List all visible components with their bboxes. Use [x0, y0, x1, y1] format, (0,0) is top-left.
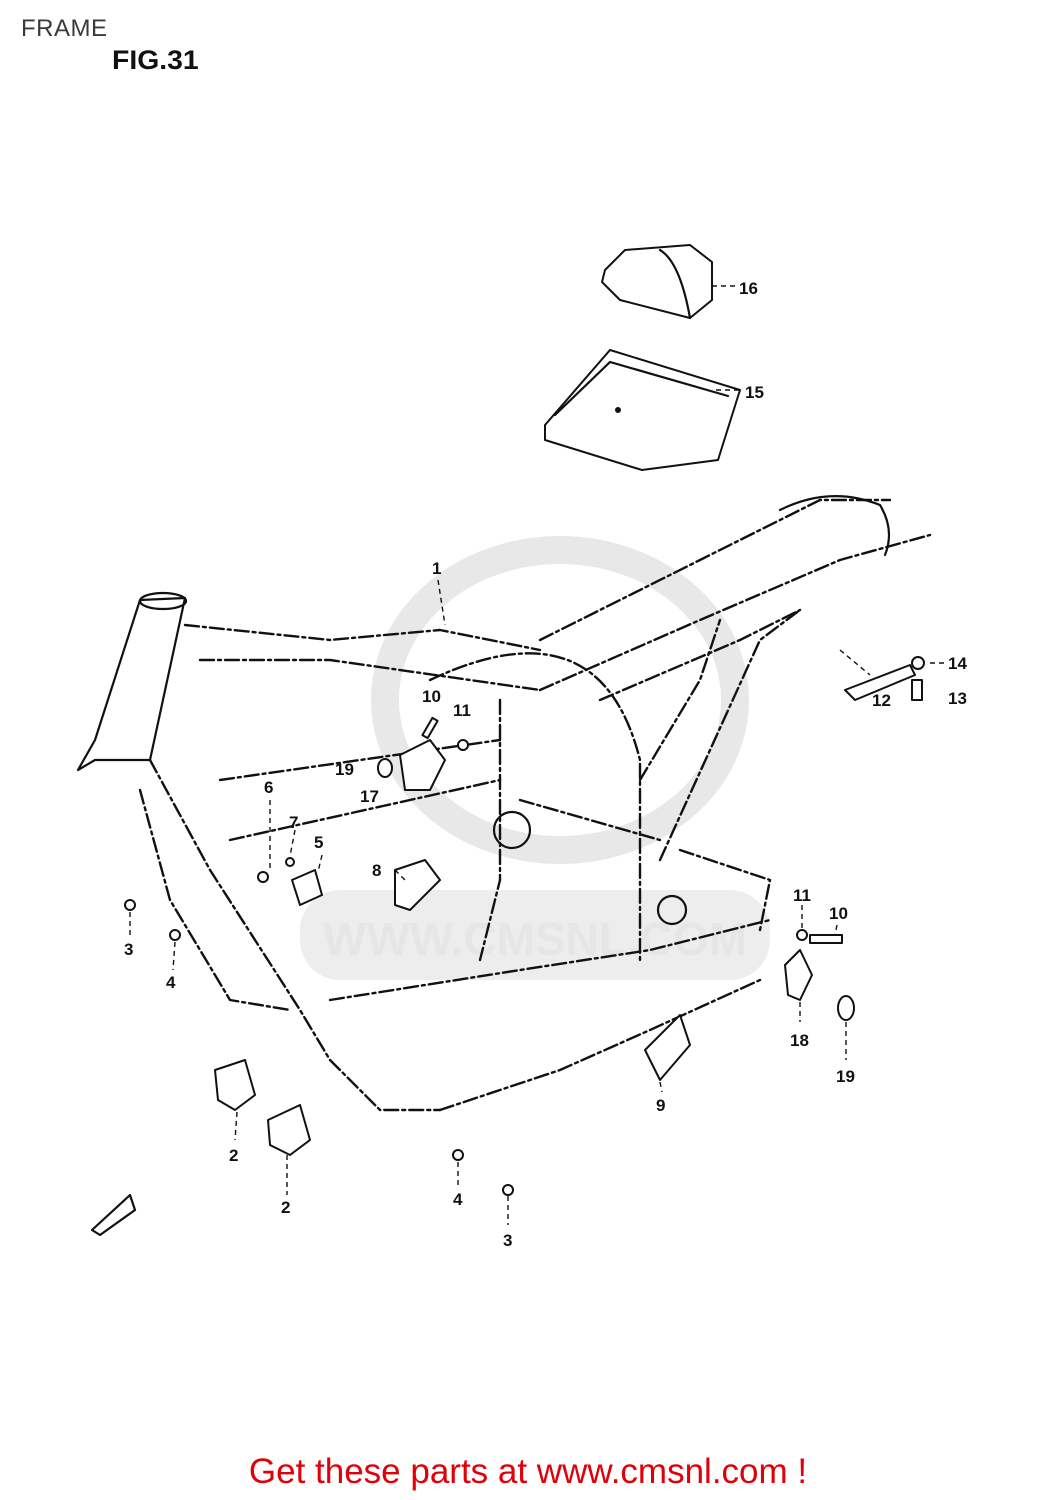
- callout-18: 18: [790, 1031, 809, 1050]
- part-5-bracket: [291, 869, 323, 906]
- part-2-bracket-a: [214, 1059, 256, 1111]
- part-9-bracket: [644, 1014, 691, 1081]
- callout-16: 16: [739, 279, 758, 298]
- part-19-washer-a: [377, 758, 393, 778]
- callout-17: 17: [360, 787, 379, 806]
- part-13-bolt: [911, 679, 923, 701]
- part-17-plate: [399, 739, 446, 791]
- callout-4: 4: [453, 1190, 463, 1209]
- callout-13: 13: [948, 689, 967, 708]
- footer-shop-link[interactable]: Get these parts at www.cmsnl.com !: [248, 1452, 808, 1491]
- callout-3: 3: [503, 1231, 512, 1250]
- frame-exploded-diagram: WWW.CMSNL.COM: [76, 244, 967, 1250]
- watermark: WWW.CMSNL.COM: [300, 536, 770, 980]
- callout-1: 1: [432, 559, 441, 578]
- callout-9: 9: [656, 1096, 665, 1115]
- callout-7: 7: [289, 813, 298, 832]
- part-2-bracket-b: [267, 1104, 311, 1156]
- part-6-bolt: [257, 871, 269, 883]
- part-16-cover: [601, 244, 713, 320]
- part-18-plate: [784, 949, 813, 1001]
- part-19-washer-b: [837, 995, 855, 1021]
- callout-15: 15: [745, 383, 764, 402]
- callout-8: 8: [372, 861, 381, 880]
- callout-14: 14: [948, 654, 967, 673]
- callout-11: 11: [793, 886, 811, 905]
- part-4-nut-a: [169, 929, 181, 941]
- callouts: 1 2 2 3 3 4 4 5 6 7 8 9 10 10 11 11 12 1…: [124, 279, 967, 1250]
- part-10-bolt-b: [809, 934, 843, 944]
- callout-6: 6: [264, 778, 273, 797]
- part-12-stay: [844, 664, 916, 701]
- callout-19: 19: [836, 1067, 855, 1086]
- callout-11: 11: [453, 701, 471, 720]
- watermark-text: WWW.CMSNL.COM: [323, 913, 747, 965]
- callout-19: 19: [335, 760, 354, 779]
- main-frame: [76, 495, 932, 1112]
- part-3-bolt-a: [124, 899, 136, 911]
- part-11-nut-a: [457, 739, 469, 751]
- part-7-washer: [285, 857, 295, 867]
- part-10-bolt-a: [421, 716, 439, 740]
- callout-2: 2: [229, 1146, 238, 1165]
- callout-5: 5: [314, 833, 323, 852]
- small-parts: [90, 656, 925, 1237]
- part-3-bolt-b: [502, 1184, 514, 1196]
- part-14-nut: [911, 656, 925, 670]
- front-arrow-icon: [90, 1193, 137, 1237]
- part-11-nut-b: [796, 929, 808, 941]
- callout-3: 3: [124, 940, 133, 959]
- page-title: FRAME: [21, 15, 108, 42]
- figure-number: FIG.31: [112, 45, 199, 75]
- callout-12: 12: [872, 691, 891, 710]
- callout-2: 2: [281, 1198, 290, 1217]
- leader-lines: [129, 285, 945, 1225]
- callout-10: 10: [422, 687, 441, 706]
- part-15-tray: [544, 349, 741, 471]
- callout-10: 10: [829, 904, 848, 923]
- part-4-nut-b: [452, 1149, 464, 1161]
- callout-4: 4: [166, 973, 176, 992]
- part-8-bracket: [394, 859, 441, 911]
